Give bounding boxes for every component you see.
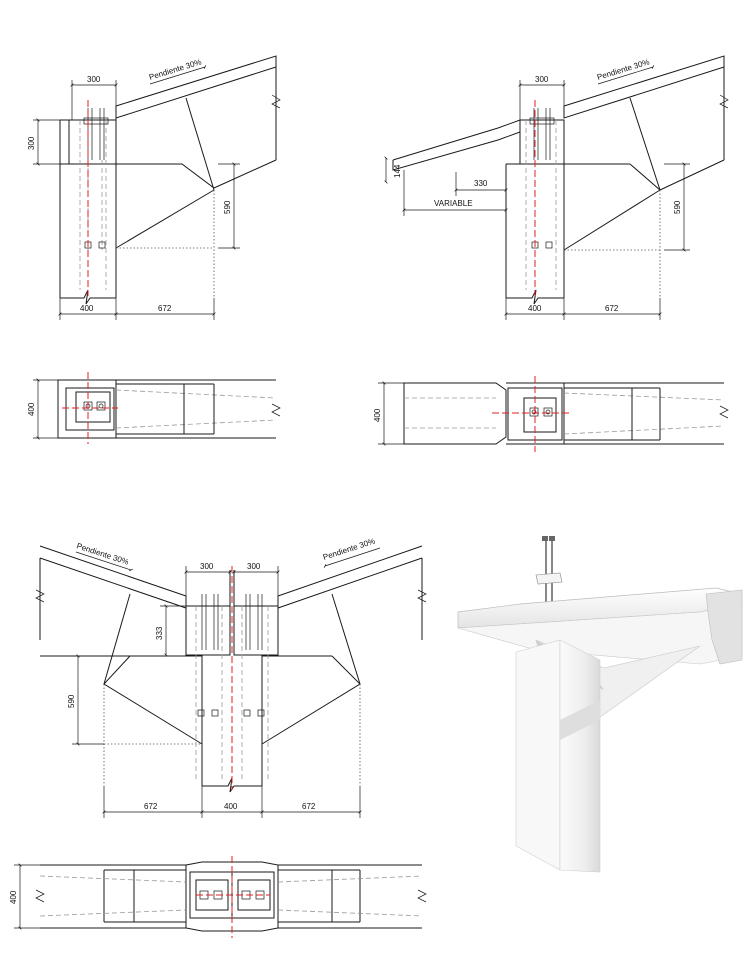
dim-variable-label: VARIABLE xyxy=(434,199,473,208)
slope-label: Pendiente 30% xyxy=(596,57,651,81)
detail-a-plan: 400 xyxy=(27,372,281,444)
dim-bottom-left-label: 672 xyxy=(144,802,158,811)
dim-top-right-label: 300 xyxy=(247,562,261,571)
dim-right-label: 590 xyxy=(673,200,682,214)
detail-b-elevation: 300 144 330 VARIABLE 590 400 672 Pendien… xyxy=(384,55,729,320)
dim-top-label: 300 xyxy=(87,75,101,84)
dim-bottom-left-label: 400 xyxy=(528,304,542,313)
dim-bottom-left-label: 400 xyxy=(80,304,94,313)
slope-left-label: Pendiente 30% xyxy=(75,541,129,566)
dim-333-label: 333 xyxy=(155,626,164,640)
dim-cant-label: 144 xyxy=(393,164,402,178)
slope-label: Pendiente 30% xyxy=(148,57,203,81)
dim-left-label: 300 xyxy=(27,136,36,150)
render-3d xyxy=(457,536,743,873)
detail-c-plan: 400 xyxy=(9,856,427,938)
dim-bottom-right-label: 672 xyxy=(158,304,172,313)
detail-b-plan: 400 xyxy=(373,376,729,452)
dim-330-label: 330 xyxy=(474,179,488,188)
dim-bottom-mid-label: 400 xyxy=(224,802,238,811)
detail-c-elevation: 300 300 333 590 672 400 672 Pendiente 30… xyxy=(35,537,427,818)
plan-a-dim-label: 400 xyxy=(27,402,36,416)
detail-a-elevation: 300 300 590 400 672 Pendiente 30% xyxy=(27,55,281,320)
plan-b-dim-label: 400 xyxy=(373,408,382,422)
dim-bottom-right-label: 672 xyxy=(605,304,619,313)
dim-top-label: 300 xyxy=(535,75,549,84)
dim-bottom-right-label: 672 xyxy=(302,802,316,811)
dim-left-label: 590 xyxy=(67,694,76,708)
dim-top-left-label: 300 xyxy=(200,562,214,571)
plan-c-dim-label: 400 xyxy=(9,890,18,904)
dim-right-label: 590 xyxy=(223,200,232,214)
